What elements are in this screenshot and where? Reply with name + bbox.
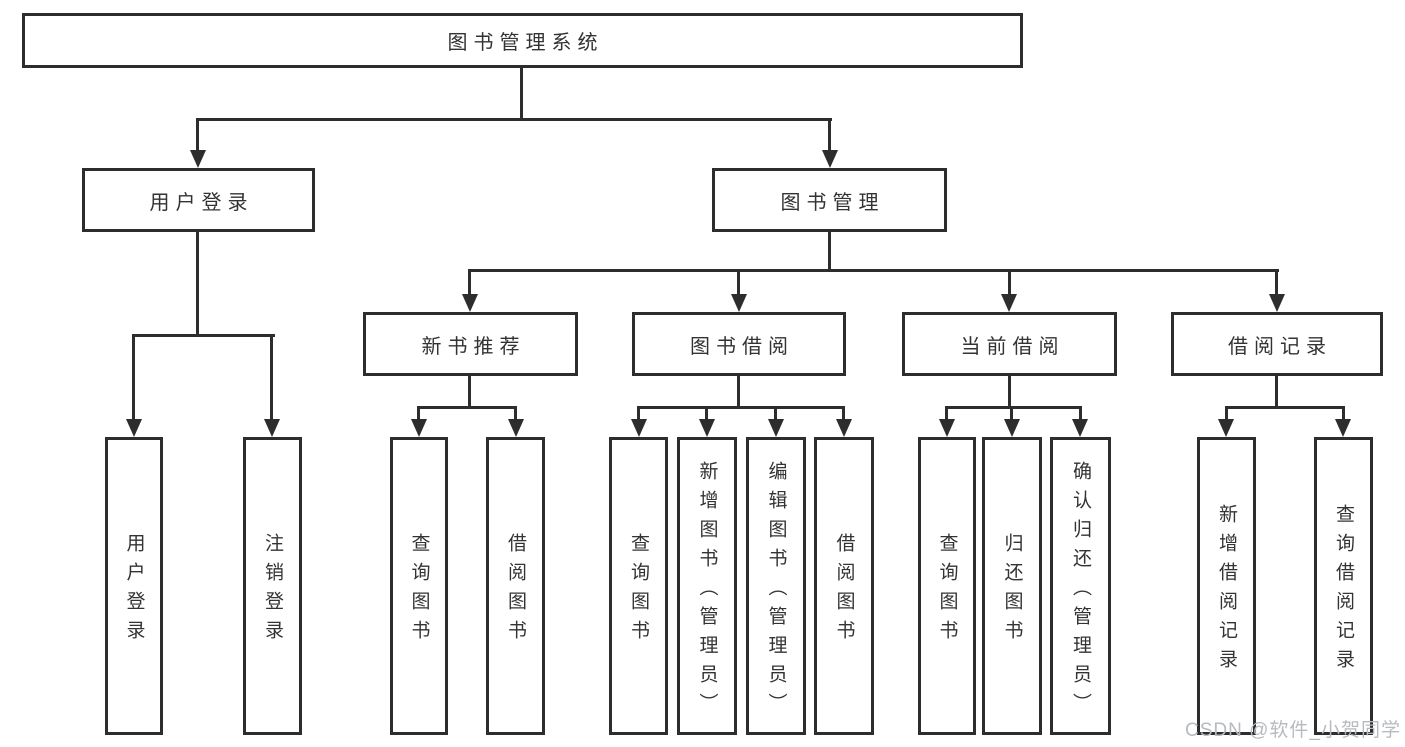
arrow-down-icon <box>768 419 784 437</box>
leaf-label: 确认归还（管理员） <box>1070 460 1091 722</box>
csdn-watermark: CSDN @软件_小贺同学 <box>1185 720 1401 741</box>
connector-line <box>945 406 1082 409</box>
connector-line <box>1010 406 1013 421</box>
connector-line <box>737 376 740 408</box>
leaf-label: 归还图书 <box>1001 533 1023 649</box>
arrow-down-icon <box>1269 294 1285 312</box>
connector-line <box>828 118 831 154</box>
connector-line <box>196 118 832 121</box>
leaf-label: 注销登录 <box>262 533 283 649</box>
leaf-return-books: 归还图书 <box>982 437 1042 735</box>
connector-line <box>774 406 777 421</box>
connector-line <box>520 66 523 121</box>
connector-line <box>1008 376 1011 408</box>
leaf-borrow-books: 借阅图书 <box>814 437 874 735</box>
arrow-down-icon <box>462 294 478 312</box>
connector-line <box>1342 406 1345 421</box>
connector-line <box>468 269 471 296</box>
leaf-edit-books-admin: 编辑图书（管理员） <box>746 437 806 735</box>
leaf-label: 查询借阅记录 <box>1333 504 1354 678</box>
node-label: 当前借阅 <box>960 335 1065 358</box>
node-current-borrow: 当前借阅 <box>902 312 1117 376</box>
arrow-down-icon <box>508 419 524 437</box>
connector-line <box>828 232 831 272</box>
node-label: 新书推荐 <box>421 335 526 358</box>
connector-line <box>737 269 740 296</box>
arrow-down-icon <box>1072 419 1088 437</box>
leaf-label: 新增借阅记录 <box>1216 504 1237 678</box>
node-label: 用户登录 <box>149 191 254 214</box>
leaf-label: 借阅图书 <box>833 533 855 649</box>
connector-line <box>1008 269 1011 296</box>
connector-line <box>1225 406 1228 421</box>
leaf-confirm-return-admin: 确认归还（管理员） <box>1050 437 1111 735</box>
arrow-down-icon <box>731 294 747 312</box>
leaf-label: 查询图书 <box>408 533 430 649</box>
leaf-add-borrow-record: 新增借阅记录 <box>1197 437 1256 735</box>
leaf-user-login: 用户登录 <box>105 437 163 735</box>
connector-line <box>945 406 948 421</box>
node-new-book-recommend: 新书推荐 <box>363 312 578 376</box>
connector-line <box>637 406 845 409</box>
arrow-down-icon <box>264 419 280 437</box>
connector-line <box>196 232 199 337</box>
connector-line <box>1225 406 1345 409</box>
node-book-management: 图书管理 <box>712 168 947 232</box>
arrow-down-icon <box>939 419 955 437</box>
leaf-query-books-current: 查询图书 <box>918 437 976 735</box>
arrow-down-icon <box>411 419 427 437</box>
leaf-label: 用户登录 <box>123 533 145 649</box>
connector-line <box>468 269 1279 272</box>
connector-line <box>1079 406 1082 421</box>
connector-line <box>417 406 420 421</box>
arrow-down-icon <box>1218 419 1234 437</box>
node-borrow-records: 借阅记录 <box>1171 312 1383 376</box>
connector-line <box>270 334 273 421</box>
leaf-label: 查询图书 <box>936 533 958 649</box>
connector-line <box>196 118 199 154</box>
leaf-logout: 注销登录 <box>243 437 302 735</box>
connector-line <box>132 334 135 421</box>
node-user-login: 用户登录 <box>82 168 315 232</box>
node-library-management-system: 图书管理系统 <box>22 13 1023 68</box>
connector-line <box>514 406 517 421</box>
arrow-down-icon <box>836 419 852 437</box>
connector-line <box>705 406 708 421</box>
node-label: 图书借阅 <box>690 335 794 358</box>
connector-line <box>637 406 640 421</box>
leaf-label: 编辑图书（管理员） <box>765 460 787 722</box>
leaf-query-books-recommend: 查询图书 <box>390 437 448 735</box>
leaf-label: 借阅图书 <box>505 533 526 649</box>
connector-line <box>132 334 275 337</box>
arrow-down-icon <box>1335 419 1351 437</box>
arrow-down-icon <box>1001 294 1017 312</box>
connector-line <box>842 406 845 421</box>
arrow-down-icon <box>190 150 206 168</box>
arrow-down-icon <box>699 419 715 437</box>
leaf-query-books-borrow: 查询图书 <box>609 437 668 735</box>
node-label: 借阅记录 <box>1228 335 1332 358</box>
connector-line <box>1275 376 1278 408</box>
arrow-down-icon <box>1004 419 1020 437</box>
leaf-add-books-admin: 新增图书（管理员） <box>677 437 737 735</box>
node-label: 图书管理 <box>780 191 885 214</box>
leaf-label: 查询图书 <box>628 533 649 649</box>
arrow-down-icon <box>631 419 647 437</box>
leaf-query-borrow-record: 查询借阅记录 <box>1314 437 1373 735</box>
arrow-down-icon <box>822 150 838 168</box>
leaf-label: 新增图书（管理员） <box>696 460 718 722</box>
connector-line <box>417 406 517 409</box>
node-book-borrow: 图书借阅 <box>632 312 846 376</box>
leaf-borrow-books-recommend: 借阅图书 <box>486 437 545 735</box>
arrow-down-icon <box>126 419 142 437</box>
node-label: 图书管理系统 <box>447 32 604 54</box>
connector-line <box>468 376 471 408</box>
connector-line <box>1275 269 1278 296</box>
